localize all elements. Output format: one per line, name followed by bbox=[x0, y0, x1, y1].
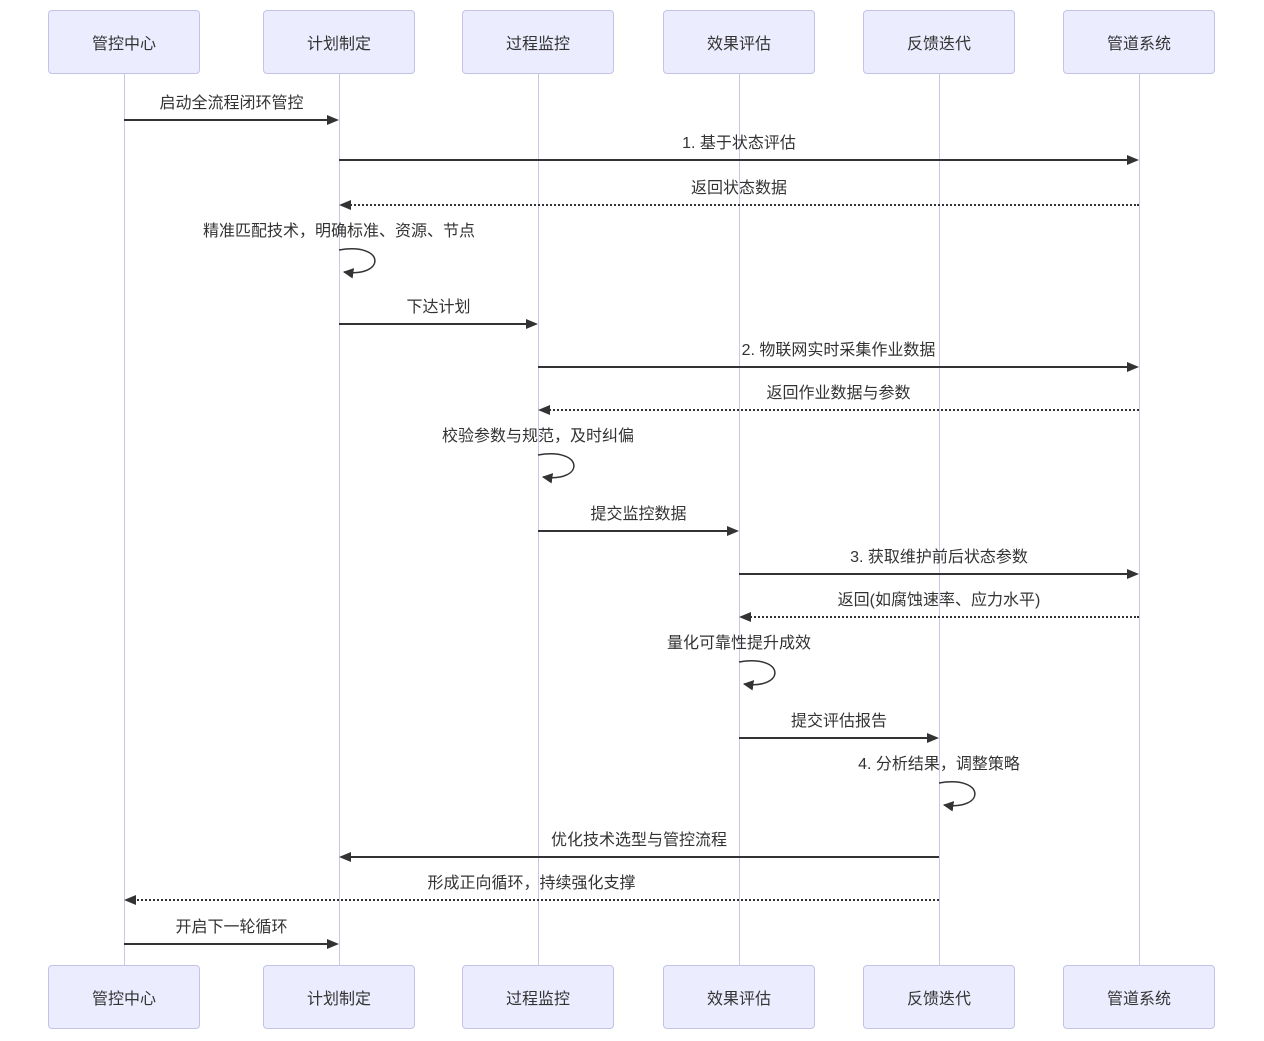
message-label: 开启下一轮循环 bbox=[175, 919, 288, 936]
message-line bbox=[542, 409, 1139, 411]
message-arrowhead-icon bbox=[1127, 569, 1139, 579]
message-line bbox=[124, 943, 335, 945]
message-label: 启动全流程闭环管控 bbox=[159, 95, 304, 112]
message-line bbox=[739, 573, 1135, 575]
message-line bbox=[128, 899, 939, 901]
actor-label: 管控中心 bbox=[91, 36, 156, 53]
lifeline-process-monitoring bbox=[537, 74, 539, 965]
message-arrowhead-icon bbox=[339, 852, 351, 862]
actor-bottom-pipeline-system: 管道系统 bbox=[1063, 965, 1215, 1029]
self-loop-arrow-icon bbox=[537, 453, 575, 484]
actor-top-pipeline-system: 管道系统 bbox=[1063, 10, 1215, 74]
actor-bottom-control-center: 管控中心 bbox=[48, 965, 200, 1029]
actor-label: 反馈迭代 bbox=[906, 991, 971, 1008]
self-loop-arrow-icon bbox=[938, 781, 976, 812]
message-label: 2. 物联网实时采集作业数据 bbox=[741, 342, 936, 359]
message-line bbox=[538, 366, 1135, 368]
message-arrowhead-icon bbox=[727, 526, 739, 536]
actor-label: 管道系统 bbox=[1106, 36, 1171, 53]
message-line bbox=[339, 323, 534, 325]
actor-top-process-monitoring: 过程监控 bbox=[462, 10, 614, 74]
message-label: 返回(如腐蚀速率、应力水平) bbox=[837, 592, 1041, 609]
lifeline-control-center bbox=[123, 74, 125, 965]
actor-bottom-effect-evaluation: 效果评估 bbox=[663, 965, 815, 1029]
actor-label: 管控中心 bbox=[91, 991, 156, 1008]
actor-bottom-process-monitoring: 过程监控 bbox=[462, 965, 614, 1029]
message-arrowhead-icon bbox=[339, 200, 351, 210]
actor-label: 过程监控 bbox=[505, 36, 570, 53]
message-label: 提交评估报告 bbox=[790, 713, 887, 730]
message-arrowhead-icon bbox=[124, 895, 136, 905]
actor-label: 过程监控 bbox=[505, 991, 570, 1008]
message-line bbox=[739, 737, 935, 739]
self-message-label: 精准匹配技术，明确标准、资源、节点 bbox=[202, 223, 475, 240]
actor-label: 效果评估 bbox=[706, 36, 771, 53]
message-label: 下达计划 bbox=[406, 299, 471, 316]
self-loop-arrow-icon bbox=[738, 660, 776, 691]
message-line bbox=[743, 616, 1139, 618]
actor-top-plan-formulation: 计划制定 bbox=[263, 10, 415, 74]
message-arrowhead-icon bbox=[1127, 362, 1139, 372]
lifeline-effect-evaluation bbox=[738, 74, 740, 965]
message-arrowhead-icon bbox=[327, 115, 339, 125]
message-arrowhead-icon bbox=[739, 612, 751, 622]
actor-bottom-feedback-iteration: 反馈迭代 bbox=[863, 965, 1015, 1029]
message-arrowhead-icon bbox=[927, 733, 939, 743]
message-label: 提交监控数据 bbox=[590, 506, 687, 523]
message-label: 形成正向循环，持续强化支撑 bbox=[427, 875, 636, 892]
actor-top-effect-evaluation: 效果评估 bbox=[663, 10, 815, 74]
actor-label: 管道系统 bbox=[1106, 991, 1171, 1008]
self-loop-arrow-icon bbox=[338, 248, 376, 279]
self-message-label: 校验参数与规范，及时纠偏 bbox=[441, 428, 634, 445]
message-line bbox=[538, 530, 735, 532]
lifeline-plan-formulation bbox=[338, 74, 340, 965]
lifeline-pipeline-system bbox=[1138, 74, 1140, 965]
actor-top-feedback-iteration: 反馈迭代 bbox=[863, 10, 1015, 74]
message-arrowhead-icon bbox=[1127, 155, 1139, 165]
actor-label: 计划制定 bbox=[306, 36, 371, 53]
message-arrowhead-icon bbox=[538, 405, 550, 415]
message-line bbox=[339, 159, 1135, 161]
message-label: 返回状态数据 bbox=[690, 180, 787, 197]
message-label: 3. 获取维护前后状态参数 bbox=[850, 549, 1028, 566]
lifeline-feedback-iteration bbox=[938, 74, 940, 965]
message-label: 返回作业数据与参数 bbox=[766, 385, 911, 402]
actor-label: 计划制定 bbox=[306, 991, 371, 1008]
message-line bbox=[343, 204, 1139, 206]
actor-bottom-plan-formulation: 计划制定 bbox=[263, 965, 415, 1029]
message-line bbox=[124, 119, 335, 121]
message-line bbox=[343, 856, 939, 858]
actor-label: 效果评估 bbox=[706, 991, 771, 1008]
message-arrowhead-icon bbox=[526, 319, 538, 329]
message-label: 1. 基于状态评估 bbox=[682, 135, 796, 152]
self-message-label: 量化可靠性提升成效 bbox=[666, 635, 811, 652]
message-label: 优化技术选型与管控流程 bbox=[550, 832, 727, 849]
actor-top-control-center: 管控中心 bbox=[48, 10, 200, 74]
self-message-label: 4. 分析结果，调整策略 bbox=[858, 756, 1020, 773]
actor-label: 反馈迭代 bbox=[906, 36, 971, 53]
message-arrowhead-icon bbox=[327, 939, 339, 949]
